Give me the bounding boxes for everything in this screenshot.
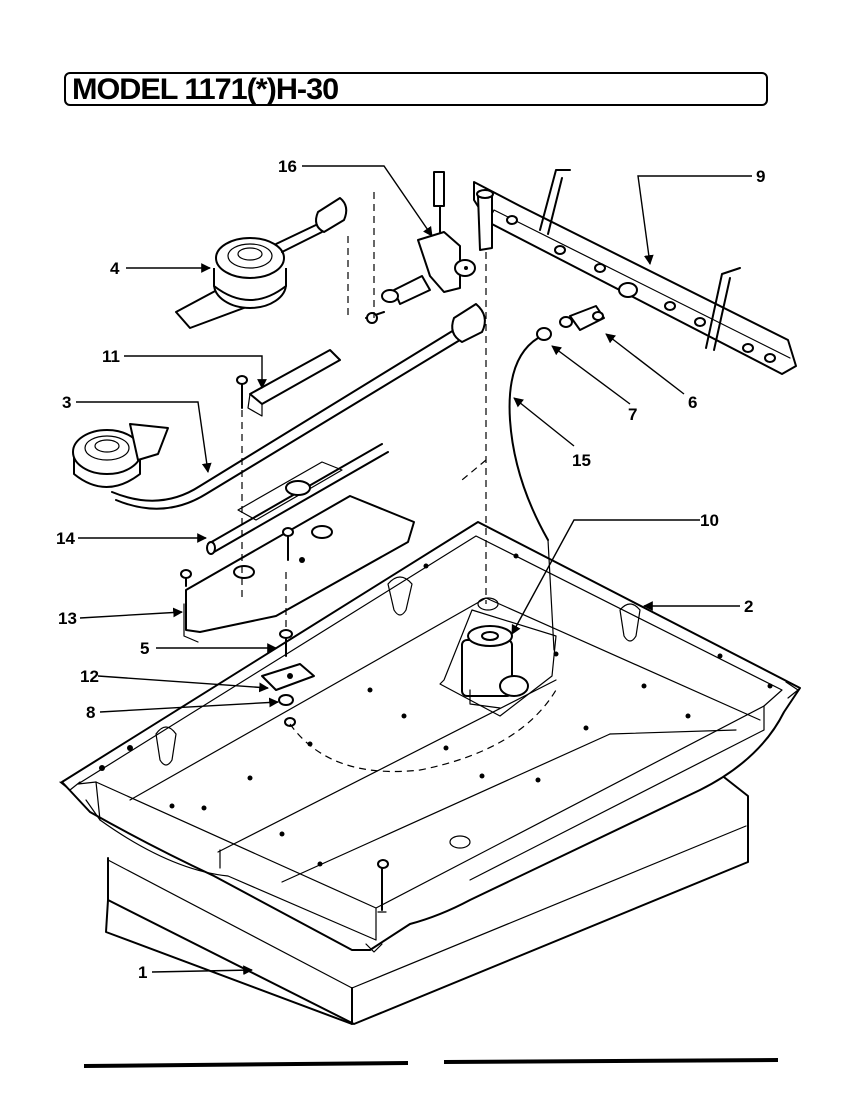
valve-assembly (365, 171, 476, 324)
model-title: MODEL 1171(*)H-30 (72, 73, 339, 106)
callout-15: 15 (572, 451, 591, 470)
gas-regulator (439, 609, 557, 717)
callout-1: 1 (138, 963, 147, 982)
mount-hardware (261, 629, 315, 727)
callout-7: 7 (628, 405, 637, 424)
main-tray (59, 521, 801, 953)
upper-burner (175, 197, 348, 329)
leader-lines (76, 165, 752, 976)
callout-12: 12 (80, 667, 99, 686)
callout-16: 16 (278, 157, 297, 176)
burner-bracket (236, 349, 341, 417)
burner-support (180, 461, 415, 643)
gas-manifold (473, 169, 797, 375)
callout-9: 9 (756, 167, 765, 186)
callout-5: 5 (140, 639, 149, 658)
assembly-guides (241, 192, 487, 632)
callout-10: 10 (700, 511, 719, 530)
callout-2: 2 (744, 597, 753, 616)
model-title-box: MODEL 1171(*)H-30 (64, 72, 768, 106)
footer-rules (83, 1058, 779, 1068)
callout-14: 14 (56, 529, 75, 548)
callout-13: 13 (58, 609, 77, 628)
lower-burner (72, 303, 486, 510)
callout-4: 4 (110, 259, 120, 278)
callout-3: 3 (62, 393, 71, 412)
base-pan (105, 773, 749, 1025)
callout-6: 6 (688, 393, 697, 412)
callout-8: 8 (86, 703, 95, 722)
callout-labels: 16 9 4 11 3 6 7 15 10 14 2 13 5 12 8 1 (56, 157, 765, 982)
callout-11: 11 (102, 347, 120, 366)
fittings-and-tube (289, 189, 605, 773)
